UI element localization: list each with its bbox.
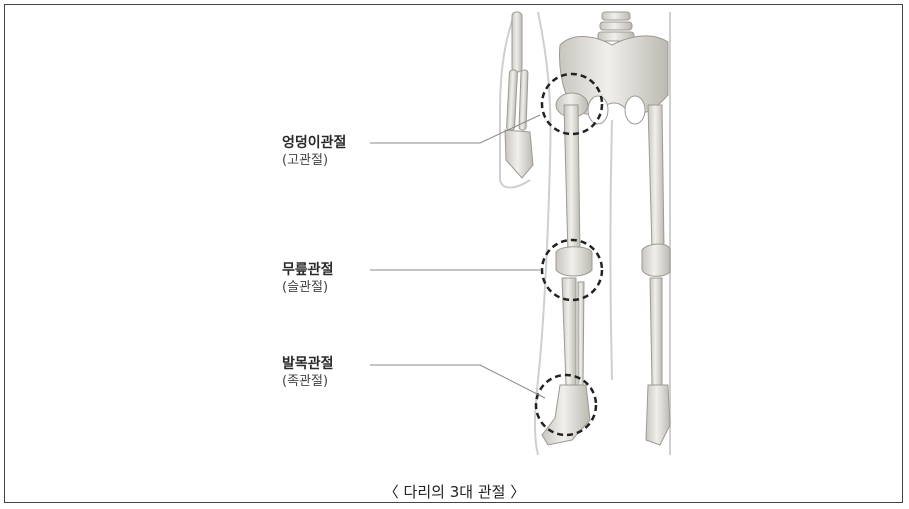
hip-joint-name: 엉덩이관절 [282,134,346,152]
right-leg-bones [642,105,670,445]
figure-caption: 〈 다리의 3대 관절 〉 [0,481,909,502]
hip-joint-alt-name: (고관절) [282,152,346,170]
spine [598,12,634,41]
ankle-joint-name: 발목관절 [282,355,334,373]
arm-bones [505,12,533,178]
ankle-joint-label: 발목관절 (족관절) [282,355,334,391]
hip-joint-label: 엉덩이관절 (고관절) [282,134,346,170]
knee-joint-alt-name: (슬관절) [282,279,334,297]
knee-joint-name: 무릎관절 [282,261,334,279]
ankle-joint-alt-name: (족관절) [282,373,334,391]
knee-joint-label: 무릎관절 (슬관절) [282,261,334,297]
